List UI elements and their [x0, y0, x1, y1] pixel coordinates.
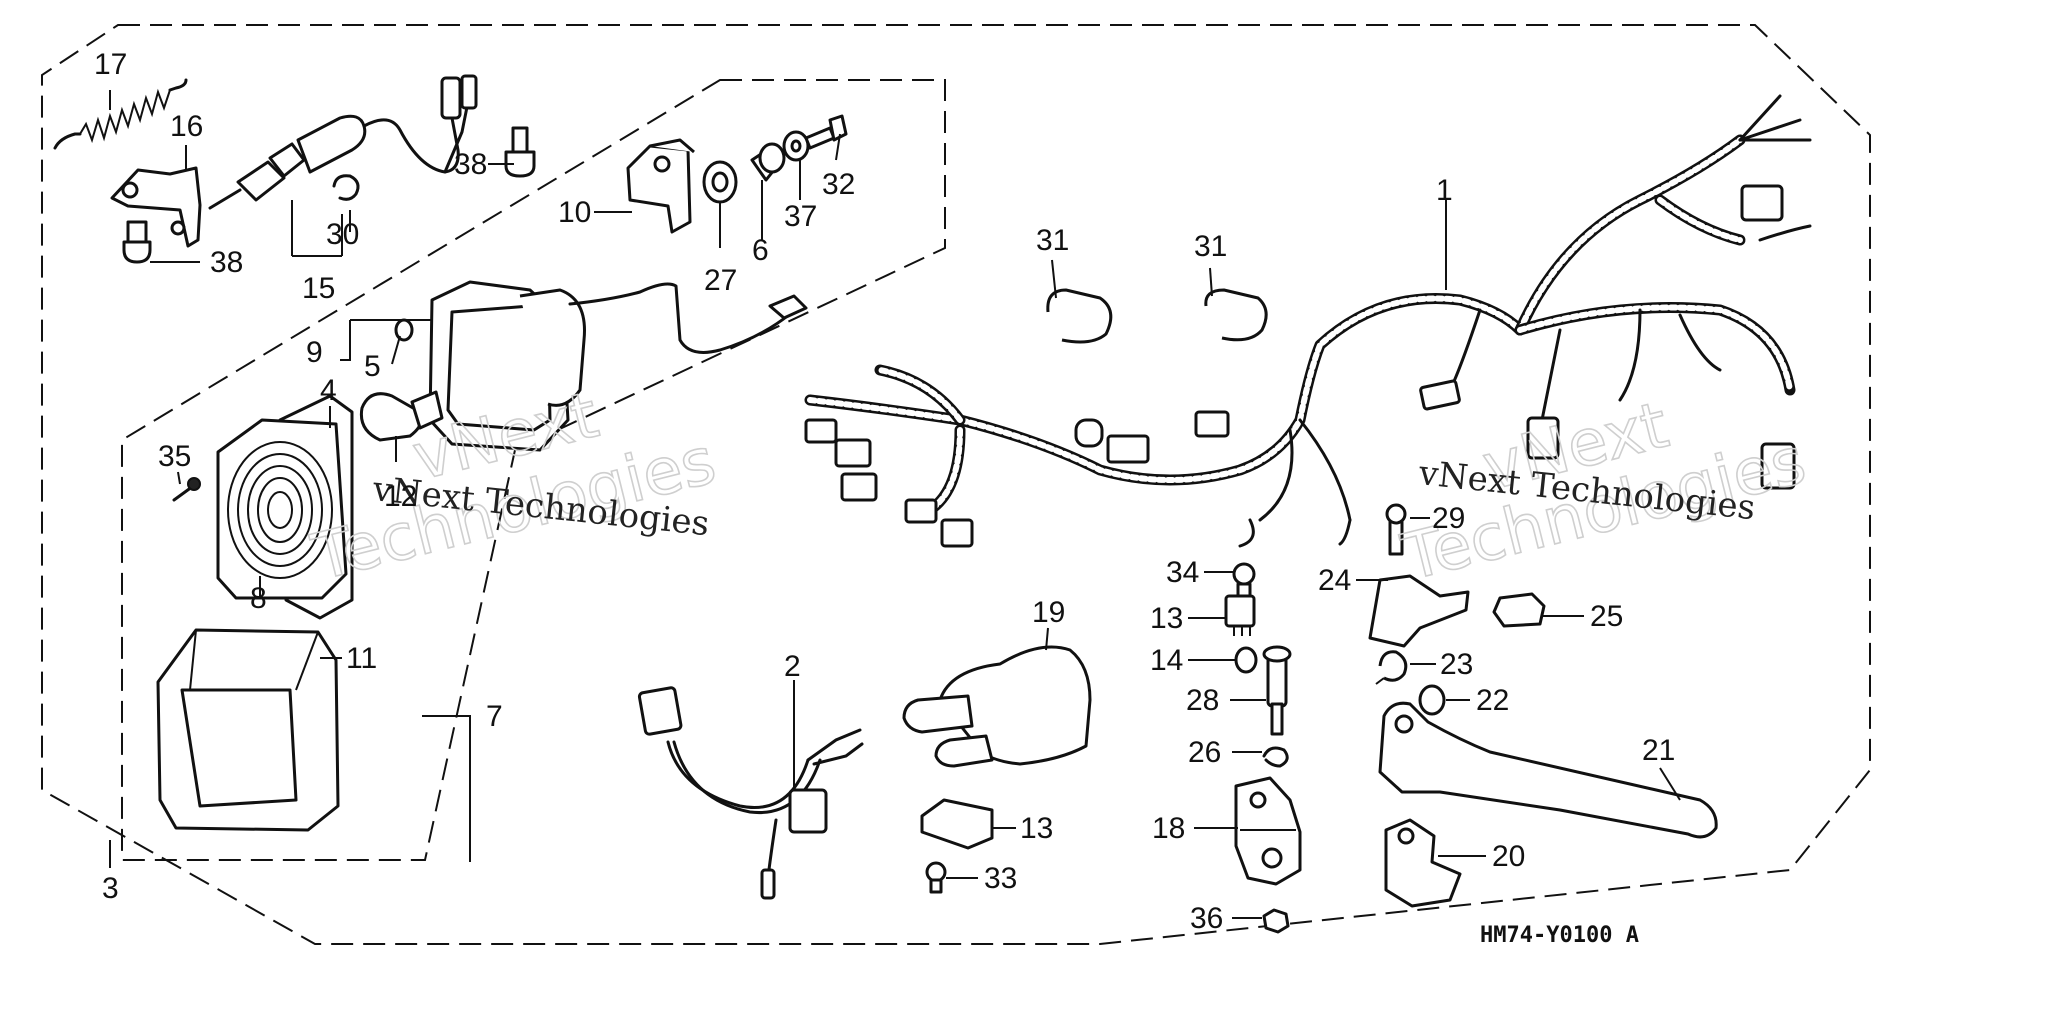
callout-25: 25 — [1590, 600, 1623, 633]
callout-5: 5 — [364, 350, 381, 383]
grommet-part-27 — [702, 160, 738, 204]
spring-part-23 — [1375, 650, 1408, 685]
callout-31-right: 31 — [1194, 230, 1227, 263]
washer-part-37 — [782, 130, 810, 162]
bolt-part-29 — [1385, 503, 1407, 556]
spring-part — [53, 78, 188, 150]
sub-harness-part-2 — [637, 686, 864, 900]
callout-35: 35 — [158, 440, 191, 473]
bolt-part-34 — [1232, 562, 1256, 598]
callout-37: 37 — [784, 200, 817, 233]
callout-3: 3 — [102, 872, 119, 905]
callout-33: 33 — [984, 862, 1017, 895]
callout-17: 17 — [94, 48, 127, 81]
headlight-cover-part-11 — [156, 628, 340, 832]
bolt-part-28 — [1262, 645, 1292, 736]
callout-30: 30 — [326, 218, 359, 251]
callout-19: 19 — [1032, 596, 1065, 629]
callout-6: 6 — [752, 234, 769, 267]
callout-22: 22 — [1476, 684, 1509, 717]
callout-13-bottom: 13 — [1020, 812, 1053, 845]
callout-34: 34 — [1166, 556, 1199, 589]
screw-part-35 — [172, 477, 201, 502]
callout-26: 26 — [1188, 736, 1221, 769]
callout-8: 8 — [250, 582, 267, 615]
cap-part-25 — [1492, 592, 1546, 628]
main-harness-part-1 — [804, 94, 1812, 548]
callout-9: 9 — [306, 336, 323, 369]
lens-rings — [227, 441, 333, 579]
callout-36: 36 — [1190, 902, 1223, 935]
switch-part-15 — [208, 74, 478, 210]
nut-part-36 — [1262, 908, 1290, 934]
holder-part-20 — [1384, 818, 1462, 908]
callout-20: 20 — [1492, 840, 1525, 873]
bolt-part-32 — [804, 114, 848, 150]
headlight-dashed-boundary — [121, 79, 946, 861]
headlight-case-part-9 — [428, 280, 808, 452]
clip-part-26 — [1262, 746, 1289, 768]
callout-24: 24 — [1318, 564, 1351, 597]
collar-part-22 — [1418, 684, 1446, 716]
callout-10: 10 — [558, 196, 591, 229]
headlight-unit-part-8 — [216, 418, 348, 600]
switch-part-13b — [920, 798, 994, 850]
callout-28: 28 — [1186, 684, 1219, 717]
callout-13-top: 13 — [1150, 602, 1183, 635]
callout-11: 11 — [346, 642, 377, 675]
callout-7: 7 — [486, 700, 503, 733]
outer-dashed-boundary — [41, 24, 1871, 945]
bracket-part-10 — [626, 138, 695, 234]
callout-21: 21 — [1642, 734, 1675, 767]
callout-38-top: 38 — [454, 148, 487, 181]
callout-4: 4 — [320, 374, 337, 407]
bolt-part-38a — [122, 220, 152, 264]
lever-part-21 — [1378, 701, 1718, 839]
screw-part-33 — [925, 861, 947, 894]
bolt-part-38b — [504, 126, 536, 178]
lever-holder-part-18 — [1234, 776, 1302, 886]
callout-23: 23 — [1440, 648, 1473, 681]
nut-part-14 — [1234, 646, 1258, 674]
callout-16: 16 — [170, 110, 203, 143]
clip-part-30 — [332, 174, 360, 201]
gasket-part-4 — [278, 394, 354, 620]
callout-1: 1 — [1436, 174, 1453, 207]
relay-part-13a — [1224, 594, 1256, 636]
callout-29: 29 — [1432, 502, 1465, 535]
callout-14: 14 — [1150, 644, 1183, 677]
clamp-part-31a — [1046, 288, 1113, 344]
clamp-part-31b — [1204, 288, 1268, 342]
callout-31-left: 31 — [1036, 224, 1069, 257]
watermark-right: vNext Technologies vNext Technologies — [1394, 388, 1813, 597]
switch-cover-part-19 — [902, 645, 1092, 768]
collar-part-6 — [750, 142, 786, 182]
callout-15: 15 — [302, 272, 335, 305]
leader-lines — [109, 90, 1681, 919]
callout-27: 27 — [704, 264, 737, 297]
holder-part-24 — [1368, 574, 1470, 648]
bulb-part-12 — [359, 390, 444, 442]
callout-2: 2 — [784, 650, 801, 683]
callout-12: 12 — [384, 480, 417, 513]
callout-38-left: 38 — [210, 246, 243, 279]
callout-labels: 17 16 38 38 30 15 10 27 6 37 32 9 5 4 35… — [94, 48, 1675, 935]
callout-18: 18 — [1152, 812, 1185, 845]
bracket-part-16 — [110, 166, 202, 248]
callout-32: 32 — [822, 168, 855, 201]
socket-part-5 — [394, 318, 414, 342]
drawing-code: HM74-Y0100 A — [1480, 923, 1639, 948]
